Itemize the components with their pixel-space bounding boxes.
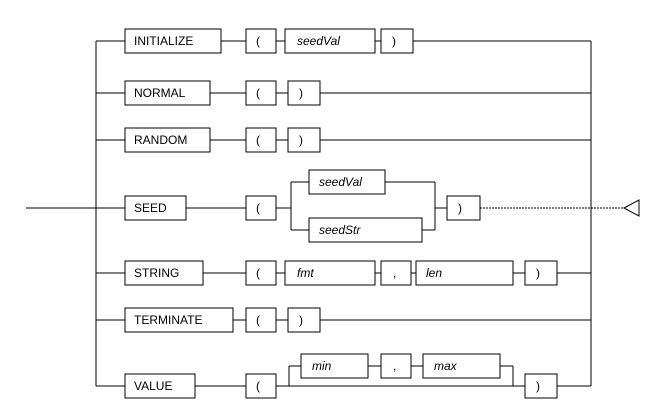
row-random: RANDOM ( ) — [96, 127, 591, 153]
open-paren: ( — [245, 195, 277, 221]
row-normal: NORMAL ( ) — [96, 80, 591, 106]
svg-text:NORMAL: NORMAL — [134, 86, 186, 100]
close-paren: ) — [287, 307, 321, 333]
svg-text:len: len — [426, 266, 442, 280]
svg-text:STRING: STRING — [134, 266, 179, 280]
row-terminate: TERMINATE ( ) — [96, 307, 591, 333]
svg-text:): ) — [536, 266, 540, 280]
keyword-string: STRING — [124, 260, 204, 286]
open-paren: ( — [245, 28, 277, 54]
close-paren: ) — [446, 195, 481, 221]
svg-text:): ) — [458, 201, 462, 215]
svg-text:seedVal: seedVal — [319, 175, 362, 189]
svg-text:INITIALIZE: INITIALIZE — [134, 34, 193, 48]
row-value: VALUE ( min , max ) — [96, 353, 591, 399]
row-initialize: INITIALIZE ( seedVal ) — [96, 28, 591, 54]
param-min: min — [300, 353, 369, 379]
svg-text:min: min — [312, 359, 332, 373]
open-paren: ( — [245, 373, 277, 399]
param-max: max — [422, 353, 501, 379]
svg-text:,: , — [393, 266, 396, 280]
close-paren: ) — [524, 260, 558, 286]
keyword-normal: NORMAL — [124, 80, 211, 106]
svg-text:(: ( — [256, 201, 260, 215]
open-paren: ( — [245, 80, 277, 106]
comma: , — [380, 353, 412, 379]
svg-text:seedStr: seedStr — [319, 223, 361, 237]
open-paren: ( — [245, 260, 277, 286]
row-string: STRING ( fmt , len ) — [96, 260, 591, 286]
svg-text:(: ( — [256, 379, 260, 393]
keyword-seed: SEED — [124, 195, 187, 221]
open-paren: ( — [245, 127, 277, 153]
svg-text:(: ( — [256, 313, 260, 327]
comma: , — [380, 260, 412, 286]
svg-text:): ) — [392, 34, 396, 48]
svg-text:max: max — [434, 359, 458, 373]
param-seedval: seedVal — [308, 169, 386, 195]
close-paren: ) — [287, 80, 321, 106]
svg-text:VALUE: VALUE — [134, 379, 172, 393]
svg-text:(: ( — [256, 133, 260, 147]
keyword-initialize: INITIALIZE — [124, 28, 222, 54]
svg-text:): ) — [299, 313, 303, 327]
svg-text:(: ( — [256, 86, 260, 100]
svg-text:): ) — [299, 133, 303, 147]
svg-text:TERMINATE: TERMINATE — [134, 313, 202, 327]
svg-text:SEED: SEED — [134, 201, 167, 215]
svg-text:fmt: fmt — [297, 266, 314, 280]
svg-text:seedVal: seedVal — [297, 34, 340, 48]
close-paren: ) — [287, 127, 321, 153]
keyword-terminate: TERMINATE — [124, 307, 234, 333]
close-paren: ) — [524, 373, 558, 399]
keyword-random: RANDOM — [124, 127, 211, 153]
param-seedstr: seedStr — [308, 217, 423, 243]
svg-text:,: , — [393, 359, 396, 373]
close-paren: ) — [380, 28, 414, 54]
end-triangle-icon — [622, 199, 640, 217]
svg-text:): ) — [536, 379, 540, 393]
open-paren: ( — [245, 307, 277, 333]
param-len: len — [415, 260, 514, 286]
param-fmt: fmt — [284, 260, 376, 286]
svg-text:(: ( — [256, 266, 260, 280]
row-seed: SEED ( seedVal seedStr ) — [96, 169, 481, 243]
keyword-value: VALUE — [124, 373, 196, 399]
svg-text:): ) — [299, 86, 303, 100]
param-seedval: seedVal — [284, 28, 376, 54]
svg-text:(: ( — [256, 34, 260, 48]
svg-text:RANDOM: RANDOM — [134, 133, 187, 147]
